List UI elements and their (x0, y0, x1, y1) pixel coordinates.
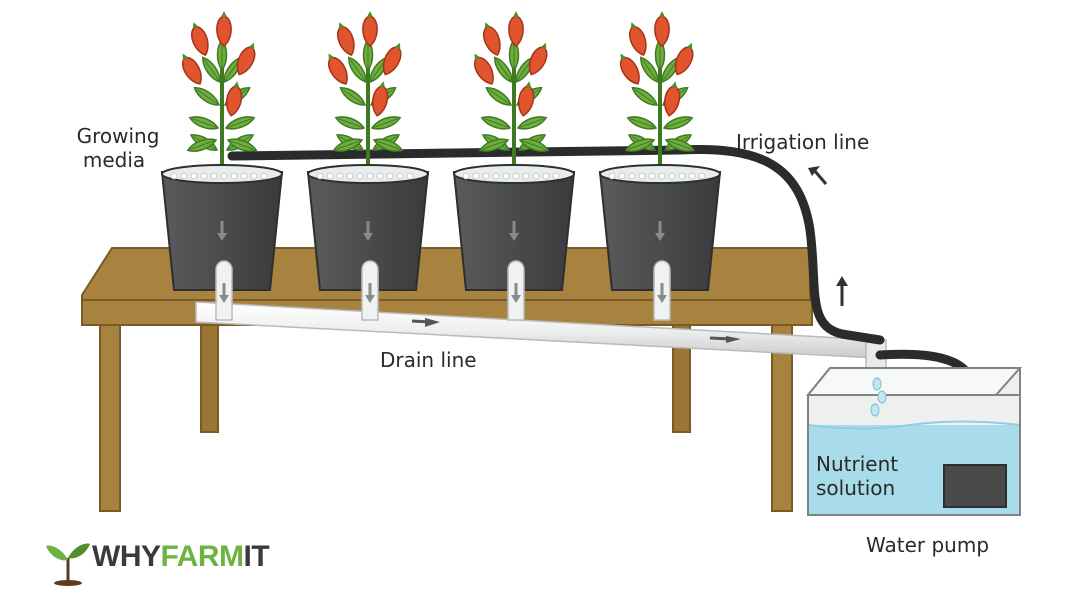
water-pump-label: Water pump (866, 533, 990, 557)
nutrient-reservoir (805, 367, 1023, 516)
nutrient-solution-label-line2: solution (816, 476, 896, 500)
pot-4 (598, 10, 722, 321)
pot-1 (160, 10, 284, 321)
pepper-plant (467, 10, 554, 172)
logo-text-it: IT (243, 540, 270, 573)
logo-text-farm: FARM (160, 540, 245, 573)
table-leg-front-right (771, 324, 793, 512)
irrigation-arrow-up-2 (808, 166, 828, 185)
pot-3 (452, 10, 576, 321)
growing-media-label-line2: media (82, 148, 146, 172)
irrigation-line-label: Irrigation line (736, 130, 870, 154)
pepper-plant (321, 10, 408, 172)
nutrient-solution-label: Nutrient solution (816, 452, 898, 500)
water-pump (943, 464, 1007, 508)
drain-line-label: Drain line (380, 348, 477, 372)
table-leg-back-left (200, 324, 219, 433)
pepper-plant (175, 10, 262, 172)
seedling-icon (46, 543, 90, 586)
pepper-plant (613, 10, 700, 172)
table-leg-front-left (99, 324, 121, 512)
table-leg-back-right (672, 324, 691, 433)
nutrient-solution-label-line1: Nutrient (816, 452, 899, 476)
irrigation-arrow-up-1 (836, 276, 848, 306)
pot-2 (306, 10, 430, 321)
logo-text-why: WHY (92, 540, 161, 573)
growing-media-label: Growing media (76, 124, 166, 172)
growing-media-label-line1: Growing (76, 124, 160, 148)
